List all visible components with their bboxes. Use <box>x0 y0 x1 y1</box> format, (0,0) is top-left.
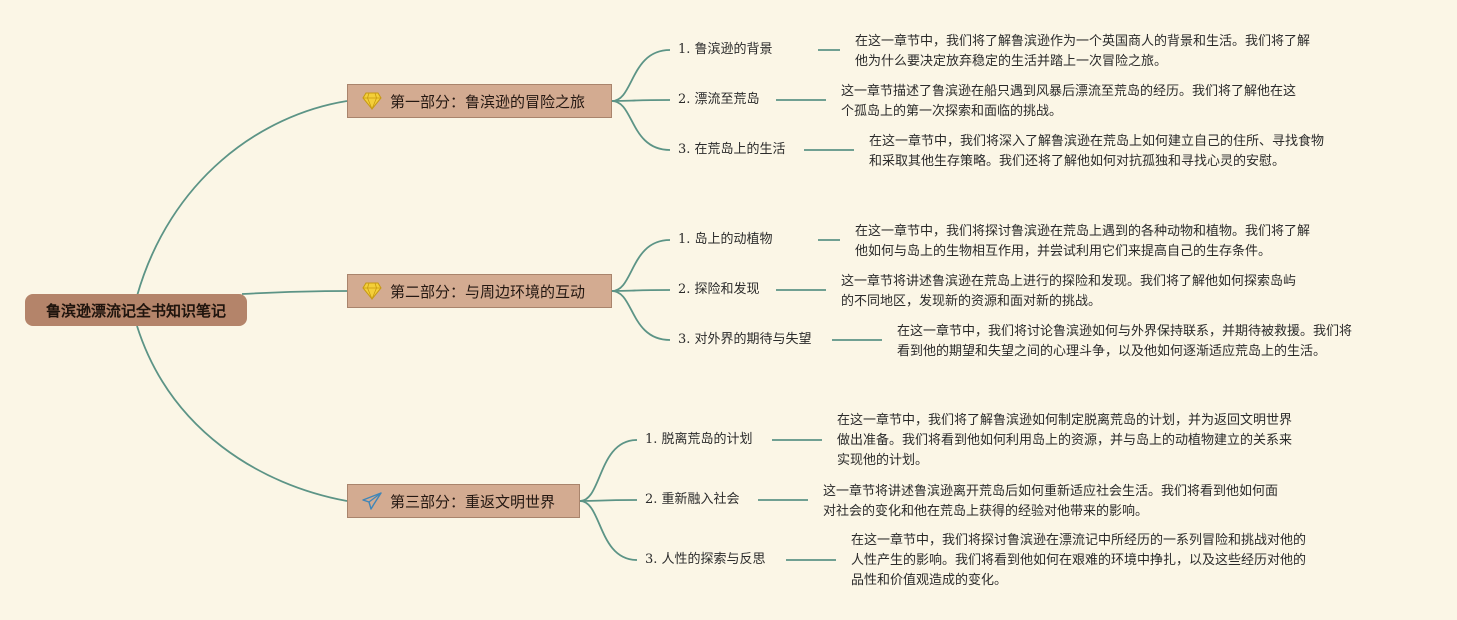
chapter-1-2-desc: 这一章节描述了鲁滨逊在船只遇到风暴后漂流至荒岛的经历。我们将了解他在这个孤岛上的… <box>841 84 1297 119</box>
diamond-icon <box>362 281 384 301</box>
link-root-section-1 <box>136 100 348 297</box>
chapter-3-3[interactable]: 3. 人性的探索与反思 <box>645 552 766 567</box>
section-3-title: 第三部分：重返文明世界 <box>390 492 556 511</box>
chapter-2-3[interactable]: 3. 对外界的期待与失望 <box>678 332 812 347</box>
paper-plane-icon <box>362 491 384 511</box>
link-section-3-chapter-2 <box>579 499 638 502</box>
chapter-1-1[interactable]: 1. 鲁滨逊的背景 <box>678 42 773 57</box>
chapter-1-2[interactable]: 2. 漂流至荒岛 <box>678 92 760 107</box>
chapter-3-2[interactable]: 2. 重新融入社会 <box>645 492 740 507</box>
chapter-2-3-desc: 在这一章节中，我们将讨论鲁滨逊如何与外界保持联系，并期待被救援。我们将看到他的期… <box>897 324 1353 359</box>
chapter-2-2-desc: 这一章节将讲述鲁滨逊在荒岛上进行的探险和发现。我们将了解他如何探索岛屿的不同地区… <box>841 274 1297 309</box>
root-node[interactable]: 鲁滨逊漂流记全书知识笔记 <box>25 294 247 326</box>
chapter-3-2-desc: 这一章节将讲述鲁滨逊离开荒岛后如何重新适应社会生活。我们将看到他如何面对社会的变… <box>823 484 1279 519</box>
diamond-icon <box>362 91 384 111</box>
chapter-1-3-desc: 在这一章节中，我们将深入了解鲁滨逊在荒岛上如何建立自己的住所、寻找食物和采取其他… <box>869 134 1325 169</box>
link-root-section-2 <box>241 290 348 295</box>
link-section-1-chapter-2 <box>611 99 671 102</box>
chapter-2-2[interactable]: 2. 探险和发现 <box>678 282 760 297</box>
section-1-node[interactable]: 第一部分：鲁滨逊的冒险之旅 <box>347 84 612 118</box>
chapter-2-1[interactable]: 1. 岛上的动植物 <box>678 232 773 247</box>
section-2-title: 第二部分：与周边环境的互动 <box>390 282 586 301</box>
chapter-3-1-desc: 在这一章节中，我们将了解鲁滨逊如何制定脱离荒岛的计划，并为返回文明世界做出准备。… <box>837 413 1293 468</box>
link-section-3-chapter-3 <box>579 500 638 561</box>
section-1-title: 第一部分：鲁滨逊的冒险之旅 <box>390 92 586 111</box>
link-section-2-chapter-1 <box>611 239 671 292</box>
chapter-3-1[interactable]: 1. 脱离荒岛的计划 <box>645 432 753 447</box>
link-section-1-chapter-3 <box>611 100 671 151</box>
link-section-1-chapter-1 <box>611 49 671 102</box>
link-section-2-chapter-3 <box>611 290 671 341</box>
section-2-node[interactable]: 第二部分：与周边环境的互动 <box>347 274 612 308</box>
chapter-1-1-desc: 在这一章节中，我们将了解鲁滨逊作为一个英国商人的背景和生活。我们将了解他为什么要… <box>855 34 1311 69</box>
chapter-3-3-desc: 在这一章节中，我们将探讨鲁滨逊在漂流记中所经历的一系列冒险和挑战对他的人性产生的… <box>851 533 1307 588</box>
link-root-section-3 <box>136 325 348 502</box>
root-title: 鲁滨逊漂流记全书知识笔记 <box>45 301 226 320</box>
link-section-2-chapter-2 <box>611 289 671 292</box>
section-3-node[interactable]: 第三部分：重返文明世界 <box>347 484 580 518</box>
chapter-2-1-desc: 在这一章节中，我们将探讨鲁滨逊在荒岛上遇到的各种动物和植物。我们将了解他如何与岛… <box>855 224 1311 259</box>
chapter-1-3[interactable]: 3. 在荒岛上的生活 <box>678 142 786 157</box>
link-section-3-chapter-1 <box>579 439 638 502</box>
